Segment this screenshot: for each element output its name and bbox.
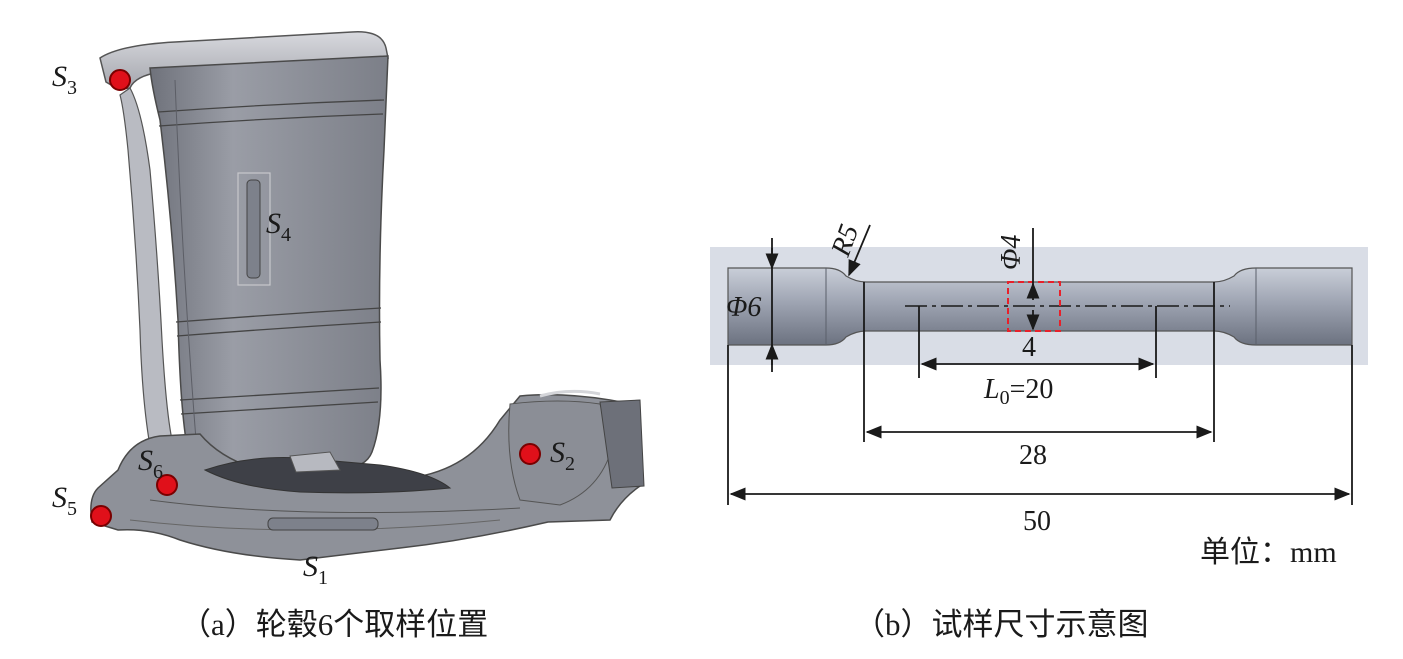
- label-s5: S5: [52, 481, 77, 520]
- label-s4: S4: [266, 207, 291, 246]
- label-box-width: 4: [1022, 332, 1036, 363]
- label-s2: S2: [550, 436, 575, 475]
- sample-labels: S3 S4 S6 S2 S5 S1: [52, 60, 575, 589]
- s1-specimen: [267, 517, 379, 531]
- dimension-lines: [727, 224, 1353, 505]
- caption-b: （b）试样尺寸示意图: [854, 607, 1149, 642]
- label-s6: S6: [138, 444, 163, 483]
- specimen-drawing: [710, 247, 1368, 365]
- marker-s5: [90, 505, 112, 527]
- label-total-length: 50: [1023, 506, 1051, 537]
- specimen-highlight-box: [1007, 281, 1061, 332]
- s4-specimen: [246, 179, 261, 279]
- marker-s6: [156, 474, 178, 496]
- unit-label: 单位：mm: [1200, 536, 1337, 569]
- label-outer-diameter: Φ6: [726, 292, 761, 323]
- label-s1: S1: [303, 550, 328, 589]
- marker-s2: [519, 443, 541, 465]
- s4-specimen-frame: [237, 172, 271, 286]
- label-s3: S3: [52, 60, 77, 99]
- caption-a: （a）轮毂6个取样位置: [180, 607, 488, 642]
- label-reduced-length: 28: [1019, 440, 1047, 471]
- hub-wall: [149, 55, 389, 471]
- hub-illustration: [90, 31, 645, 561]
- marker-s3: [109, 69, 131, 91]
- label-inner-diameter: Φ4: [996, 235, 1027, 270]
- sample-markers: [90, 69, 541, 527]
- label-gauge-length: L0=20: [983, 374, 1053, 409]
